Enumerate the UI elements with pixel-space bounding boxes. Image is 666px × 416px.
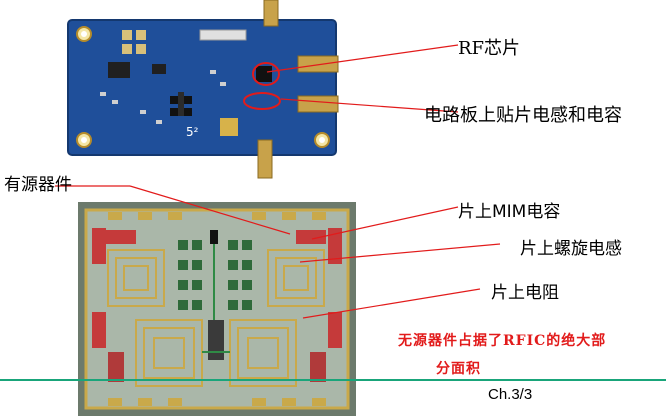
label-board-smd: 电路板上贴片电感和电容	[424, 105, 622, 126]
footer-rule	[0, 379, 666, 381]
note-line-2: 分面积	[436, 361, 481, 377]
label-resistor: 片上电阻	[491, 283, 559, 303]
note-line-1: 无源器件占据了RFIC的绝大部	[398, 333, 607, 349]
label-spiral-inductor: 片上螺旋电感	[520, 239, 622, 259]
label-active-device: 有源器件	[4, 175, 72, 195]
chapter-indicator: Ch.3/3	[488, 386, 533, 403]
label-rf-chip: RF芯片	[458, 38, 521, 59]
pcb-photo: 5²	[67, 0, 339, 179]
label-mim-cap: 片上MIM电容	[458, 202, 561, 222]
silk-mark: 5²	[186, 125, 199, 139]
